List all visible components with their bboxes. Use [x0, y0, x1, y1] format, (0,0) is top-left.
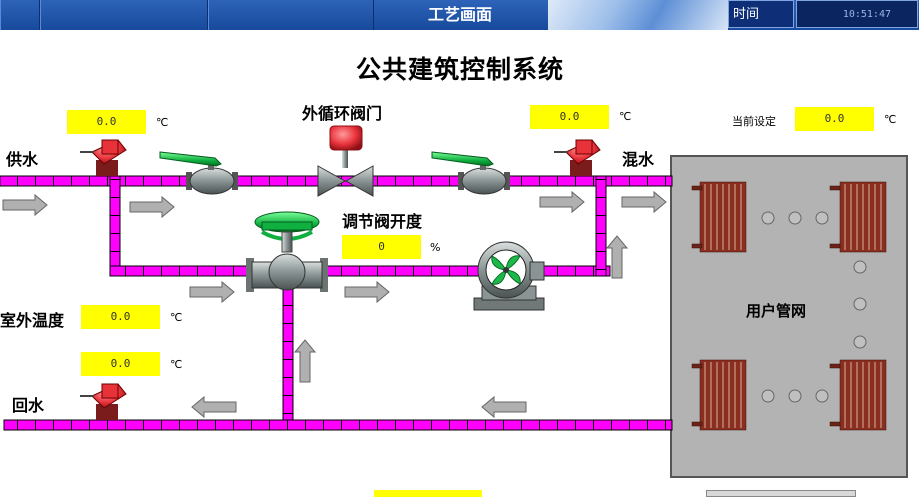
flow-arrow	[539, 190, 585, 214]
mixed-water-label: 混水	[622, 150, 655, 169]
return-temp-value[interactable]: 0.0	[81, 352, 160, 376]
network-dots	[761, 211, 867, 403]
mixed-temp-sensor[interactable]	[554, 139, 601, 176]
time-value: 10:51:47	[796, 0, 918, 28]
bottom-button[interactable]	[706, 490, 856, 497]
regulating-valve[interactable]	[246, 211, 328, 292]
supply-temp-sensor[interactable]	[80, 139, 127, 176]
page-title: 公共建筑控制系统	[355, 55, 564, 84]
top-nav-bar: 工艺画面 时间 10:51:47	[0, 0, 919, 30]
flow-arrow	[129, 195, 175, 219]
flow-arrow	[344, 280, 390, 304]
flow-arrow	[481, 395, 527, 419]
valve-opening-value[interactable]: 0	[342, 235, 421, 259]
return-pipe	[3, 419, 673, 431]
current-setting-label: 当前设定	[732, 115, 776, 128]
flow-arrow	[189, 280, 235, 304]
flow-arrow	[293, 339, 317, 383]
radiator	[691, 359, 747, 431]
mixed-temp-value[interactable]: 0.0	[530, 105, 609, 129]
outdoor-temp-unit: ℃	[170, 311, 183, 324]
time-label: 时间	[728, 0, 794, 28]
nav-segment[interactable]	[208, 0, 374, 30]
user-network-label: 用户管网	[746, 302, 807, 320]
outdoor-temp-label: 室外温度	[0, 311, 65, 330]
flow-arrow	[191, 395, 237, 419]
circulation-pump[interactable]	[473, 241, 545, 311]
flow-arrow	[2, 193, 48, 217]
circulation-valve-label: 外循环阀门	[302, 104, 383, 123]
supply-water-label: 供水	[6, 150, 39, 169]
valve-opening-label: 调节阀开度	[342, 212, 423, 231]
radiator	[829, 181, 887, 253]
setpoint-unit: ℃	[884, 113, 897, 126]
globe-banner	[548, 0, 728, 30]
return-water-label: 回水	[12, 396, 45, 415]
radiator	[829, 359, 887, 431]
return-temp-sensor[interactable]	[80, 383, 127, 420]
process-diagram	[0, 125, 887, 431]
ball-valve-left[interactable]	[159, 151, 238, 195]
bottom-value-box[interactable]	[374, 490, 482, 497]
circulation-valve[interactable]	[317, 125, 374, 197]
radiator	[691, 181, 747, 253]
return-temp-unit: ℃	[170, 358, 183, 371]
nav-title[interactable]: 工艺画面	[427, 5, 492, 24]
ball-valve-right[interactable]	[431, 151, 510, 195]
return-riser-pipe	[282, 284, 294, 426]
flow-arrow	[605, 235, 629, 279]
bypass-pipe-left	[109, 175, 121, 277]
outdoor-temp-value[interactable]: 0.0	[81, 305, 160, 329]
mixed-temp-unit: ℃	[619, 110, 632, 123]
setpoint-value[interactable]: 0.0	[795, 107, 874, 131]
supply-temp-value[interactable]: 0.0	[67, 110, 146, 134]
flow-arrow	[621, 190, 667, 214]
valve-opening-unit: %	[430, 241, 441, 254]
nav-segment[interactable]	[0, 0, 40, 30]
mixing-pipe	[109, 265, 611, 277]
nav-segment[interactable]	[40, 0, 208, 30]
supply-temp-unit: ℃	[156, 116, 169, 129]
mixed-riser-pipe	[595, 175, 607, 277]
